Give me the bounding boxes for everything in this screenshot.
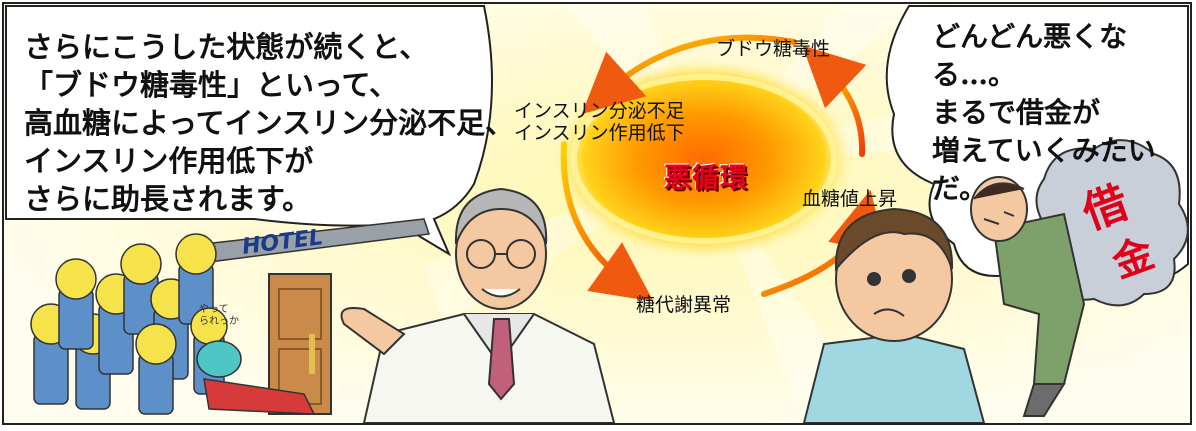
mob-member bbox=[175, 233, 217, 325]
comic-panel: さらにこうした状態が続くと、 「ブドウ糖毒性」といって、 高血糖によってインスリ… bbox=[2, 2, 1192, 425]
doctor-speech-line: さらにこうした状態が続くと、 bbox=[24, 30, 429, 64]
patient-speech-line: 増えていくみたいだ。 bbox=[932, 134, 1156, 205]
fallen-bellboy bbox=[196, 340, 316, 415]
mob-member bbox=[135, 323, 177, 415]
patient-speech-line: まるで借金が bbox=[932, 96, 1101, 129]
arrow-bloodsugar-to-toxicity bbox=[802, 45, 867, 157]
arrow-toxicity-to-insulin bbox=[581, 34, 797, 115]
doctor-speech-line: 「ブドウ糖毒性」といって、 bbox=[24, 68, 399, 102]
patient-speech-line: どんどん悪くなる…。 bbox=[932, 20, 1128, 91]
doctor-speech-line: インスリン作用低下が bbox=[24, 144, 314, 178]
mob-speech: やって られっか bbox=[199, 304, 239, 327]
patient bbox=[802, 207, 986, 423]
mob-member bbox=[120, 243, 162, 335]
illustration bbox=[4, 4, 1190, 423]
cycle-glucose-toxicity: ブドウ糖毒性 bbox=[716, 38, 831, 60]
cycle-arrows bbox=[560, 34, 887, 302]
cycle-blood-sugar-rise: 血糖値上昇 bbox=[802, 188, 898, 210]
patient-speech-text: どんどん悪くなる…。 まるで借金が 増えていくみたいだ。 bbox=[932, 18, 1190, 208]
doctor-speech-text: さらにこうした状態が続くと、 「ブドウ糖毒性」といって、 高血糖によってインスリ… bbox=[24, 28, 514, 218]
doctor-speech-line: さらに助長されます。 bbox=[24, 182, 312, 216]
doctor-speech-bubble bbox=[5, 5, 493, 257]
doctor-speech-line: 高血糖によってインスリン分泌不足、 bbox=[24, 106, 515, 140]
vicious-cycle-label: 悪循環 bbox=[664, 163, 748, 194]
doctor bbox=[340, 187, 616, 423]
tired-man bbox=[970, 176, 1086, 417]
cycle-metabolic-disorder: 糖代謝異常 bbox=[636, 294, 732, 316]
cycle-insulin-deficit: インスリン分泌不足 インスリン作用低下 bbox=[514, 100, 685, 144]
mob-member bbox=[55, 258, 97, 350]
insulin-mob bbox=[30, 233, 228, 415]
arrow-insulin-to-metabolic bbox=[560, 141, 654, 302]
